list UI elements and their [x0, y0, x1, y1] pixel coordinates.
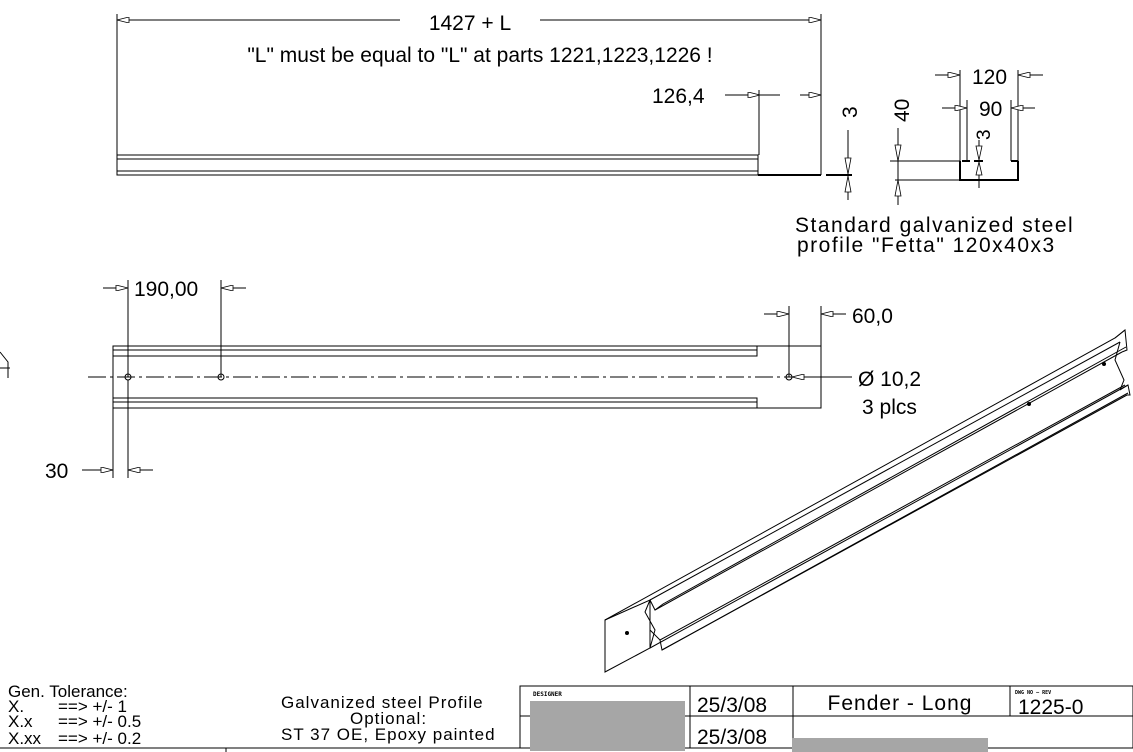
end-hole-label: 60,0 [852, 305, 893, 328]
height-label: 40 [891, 99, 914, 122]
overall-length-label: 1427 + L [429, 12, 511, 35]
section-profile: 120 90 3 [935, 66, 1043, 188]
date-1: 25/3/08 [697, 694, 767, 717]
edge-hole-label: 30 [45, 460, 68, 483]
front-view [88, 345, 852, 409]
end-hole-dimension: 60,0 [764, 305, 893, 377]
tolerance-value: ==> +/- 0.2 [58, 729, 141, 748]
thickness-label: 3 [839, 106, 862, 118]
dwg-label: DWG NO — REV [1015, 690, 1051, 696]
hole-spacing-dimension: 190,00 [103, 278, 246, 377]
part-name: Fender - Long [828, 692, 973, 715]
material-line-1: Galvanized steel Profile [281, 693, 484, 712]
isometric-view [604, 329, 1131, 673]
thickness-dimension: 3 [839, 106, 862, 200]
date-2: 25/3/08 [697, 726, 767, 749]
tolerance-key: X.xx [8, 729, 42, 748]
material-line-2: Optional: [350, 709, 427, 728]
hole-diameter-label: Ø 10,2 [858, 368, 921, 391]
redacted-designer [530, 701, 685, 751]
drawing-number: 1225-0 [1018, 696, 1083, 719]
tolerance-key: X. [8, 697, 24, 716]
tolerance-value: ==> +/- 0.5 [58, 712, 141, 731]
width-outer-label: 120 [972, 66, 1007, 89]
height-dimension: 40 [890, 99, 960, 205]
profile-caption-1: Standard galvanized steel [795, 214, 1074, 237]
tolerance-value: ==> +/- 1 [58, 697, 127, 716]
overall-length-dimension: 1427 + L [116, 12, 822, 175]
inner-thickness-label: 3 [974, 129, 995, 140]
profile-caption-2: profile "Fetta" 120x40x3 [797, 234, 1056, 257]
width-inner-label: 90 [979, 98, 1002, 121]
offset-label: 126,4 [652, 85, 705, 108]
designer-label: DESIGNER [533, 691, 562, 698]
top-view-profile [116, 154, 852, 176]
edge-hole-dimension: 30 [45, 380, 153, 483]
title-block: Gen. Tolerance: X. ==> +/- 1 X.x ==> +/-… [0, 682, 1133, 752]
length-note: "L" must be equal to "L" at parts 1221,1… [247, 44, 712, 67]
hole-spacing-label: 190,00 [134, 278, 198, 301]
material-line-3: ST 37 OE, Epoxy painted [281, 725, 496, 744]
tolerance-title: Gen. Tolerance: [8, 682, 128, 701]
edge-symbol [0, 351, 10, 378]
redacted-company [792, 738, 988, 752]
tolerance-key: X.x [8, 712, 33, 731]
offset-dimension: 126,4 [652, 85, 821, 155]
hole-count-label: 3 plcs [862, 396, 917, 419]
